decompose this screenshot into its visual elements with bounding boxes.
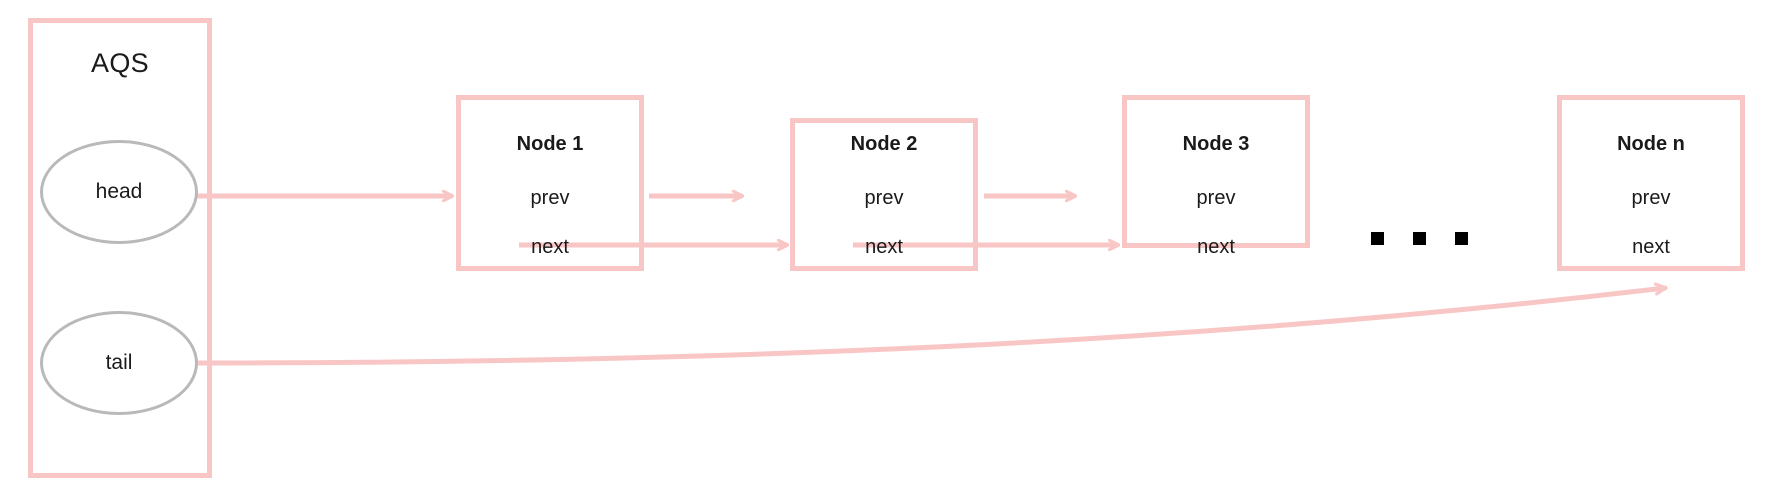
aqs-field-tail[interactable]: tail xyxy=(40,311,198,415)
aqs-container xyxy=(28,18,212,478)
node-3-prev-label: prev xyxy=(1196,187,1236,209)
edge-tail-to-noden xyxy=(194,282,1668,366)
node-3-next-label: next xyxy=(1197,236,1235,258)
node-n[interactable]: Node n prev next xyxy=(1557,95,1745,271)
node-n-title: Node n xyxy=(1617,133,1685,155)
node-2-prev-label: prev xyxy=(864,187,904,209)
ellipsis-dot-3 xyxy=(1455,232,1468,245)
ellipsis-dot-1 xyxy=(1371,232,1384,245)
node-1-title: Node 1 xyxy=(516,133,584,155)
aqs-title: AQS xyxy=(91,48,149,78)
node-1-prev-label: prev xyxy=(530,187,570,209)
node-2[interactable]: Node 2 prev next xyxy=(790,118,978,271)
node-3-title: Node 3 xyxy=(1182,133,1250,155)
aqs-field-tail-label: tail xyxy=(105,351,133,374)
node-n-next-label: next xyxy=(1632,236,1670,258)
ellipsis-dot-2 xyxy=(1413,232,1426,245)
node-3[interactable]: Node 3 prev next xyxy=(1122,95,1310,258)
node-1[interactable]: Node 1 prev next xyxy=(456,95,644,271)
aqs-field-head[interactable]: head xyxy=(40,140,198,244)
node-2-title: Node 2 xyxy=(850,133,918,155)
node-2-next-label: next xyxy=(865,236,903,258)
aqs-field-head-label: head xyxy=(95,180,143,203)
node-1-next-label: next xyxy=(531,236,569,258)
node-n-prev-label: prev xyxy=(1631,187,1671,209)
